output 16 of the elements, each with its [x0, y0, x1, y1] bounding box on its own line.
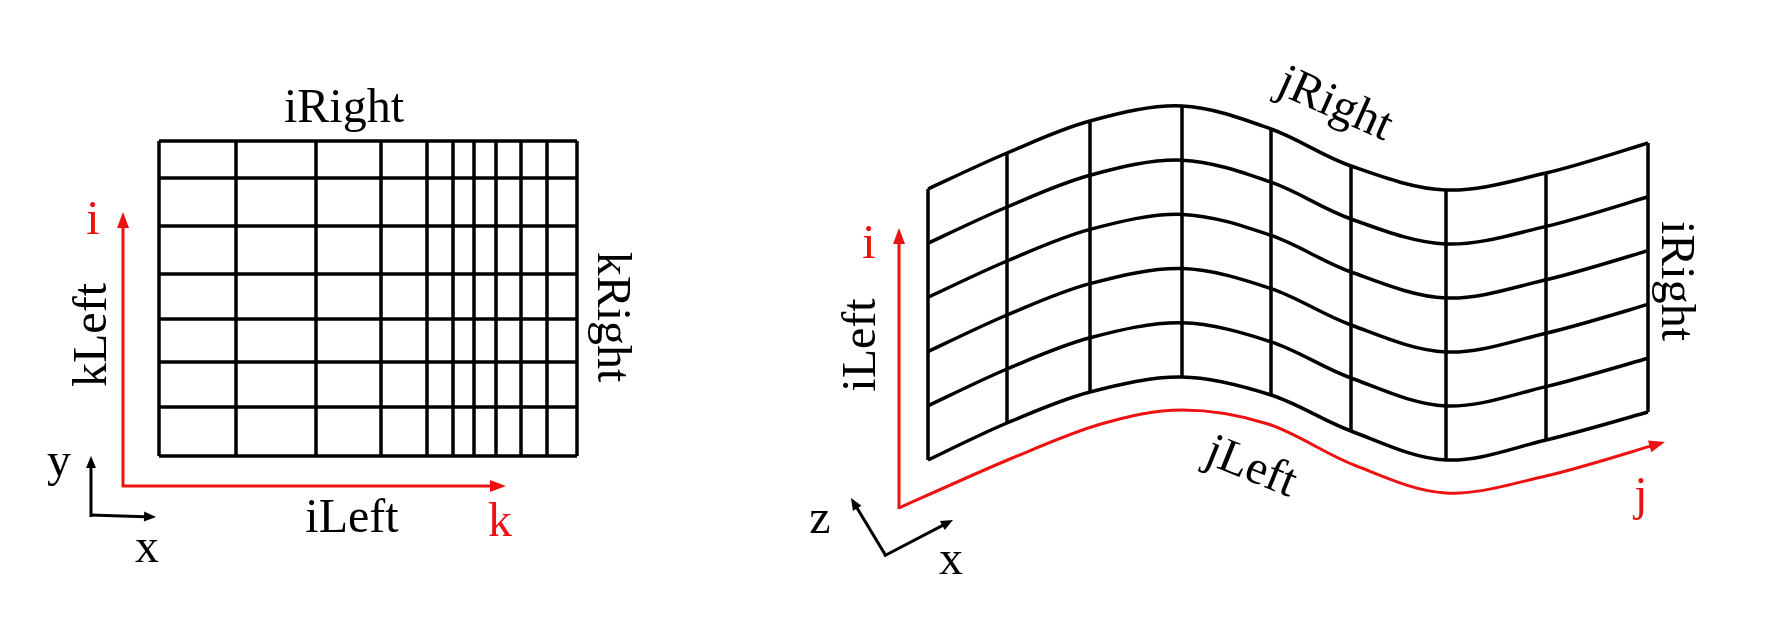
- boundary-label: iRight: [284, 82, 404, 130]
- index-axis-label: j: [1634, 470, 1648, 518]
- boundary-label: kRight: [590, 251, 638, 383]
- boundary-label: iRight: [1654, 221, 1702, 341]
- boundary-label: iLeft: [835, 298, 883, 392]
- index-axis-label: i: [86, 194, 100, 242]
- coordinate-axis-label: x: [939, 534, 963, 582]
- boundary-label: kLeft: [66, 283, 114, 387]
- coordinate-axis-label: y: [47, 436, 71, 484]
- coordinate-axis-label: z: [809, 493, 831, 541]
- index-axis-label: i: [862, 218, 876, 266]
- coordinate-axis-label: x: [135, 522, 159, 570]
- boundary-label: jRight: [1271, 55, 1401, 149]
- boundary-label: iLeft: [305, 492, 399, 540]
- index-axis-label: k: [488, 496, 512, 544]
- boundary-label: jLeft: [1199, 425, 1305, 505]
